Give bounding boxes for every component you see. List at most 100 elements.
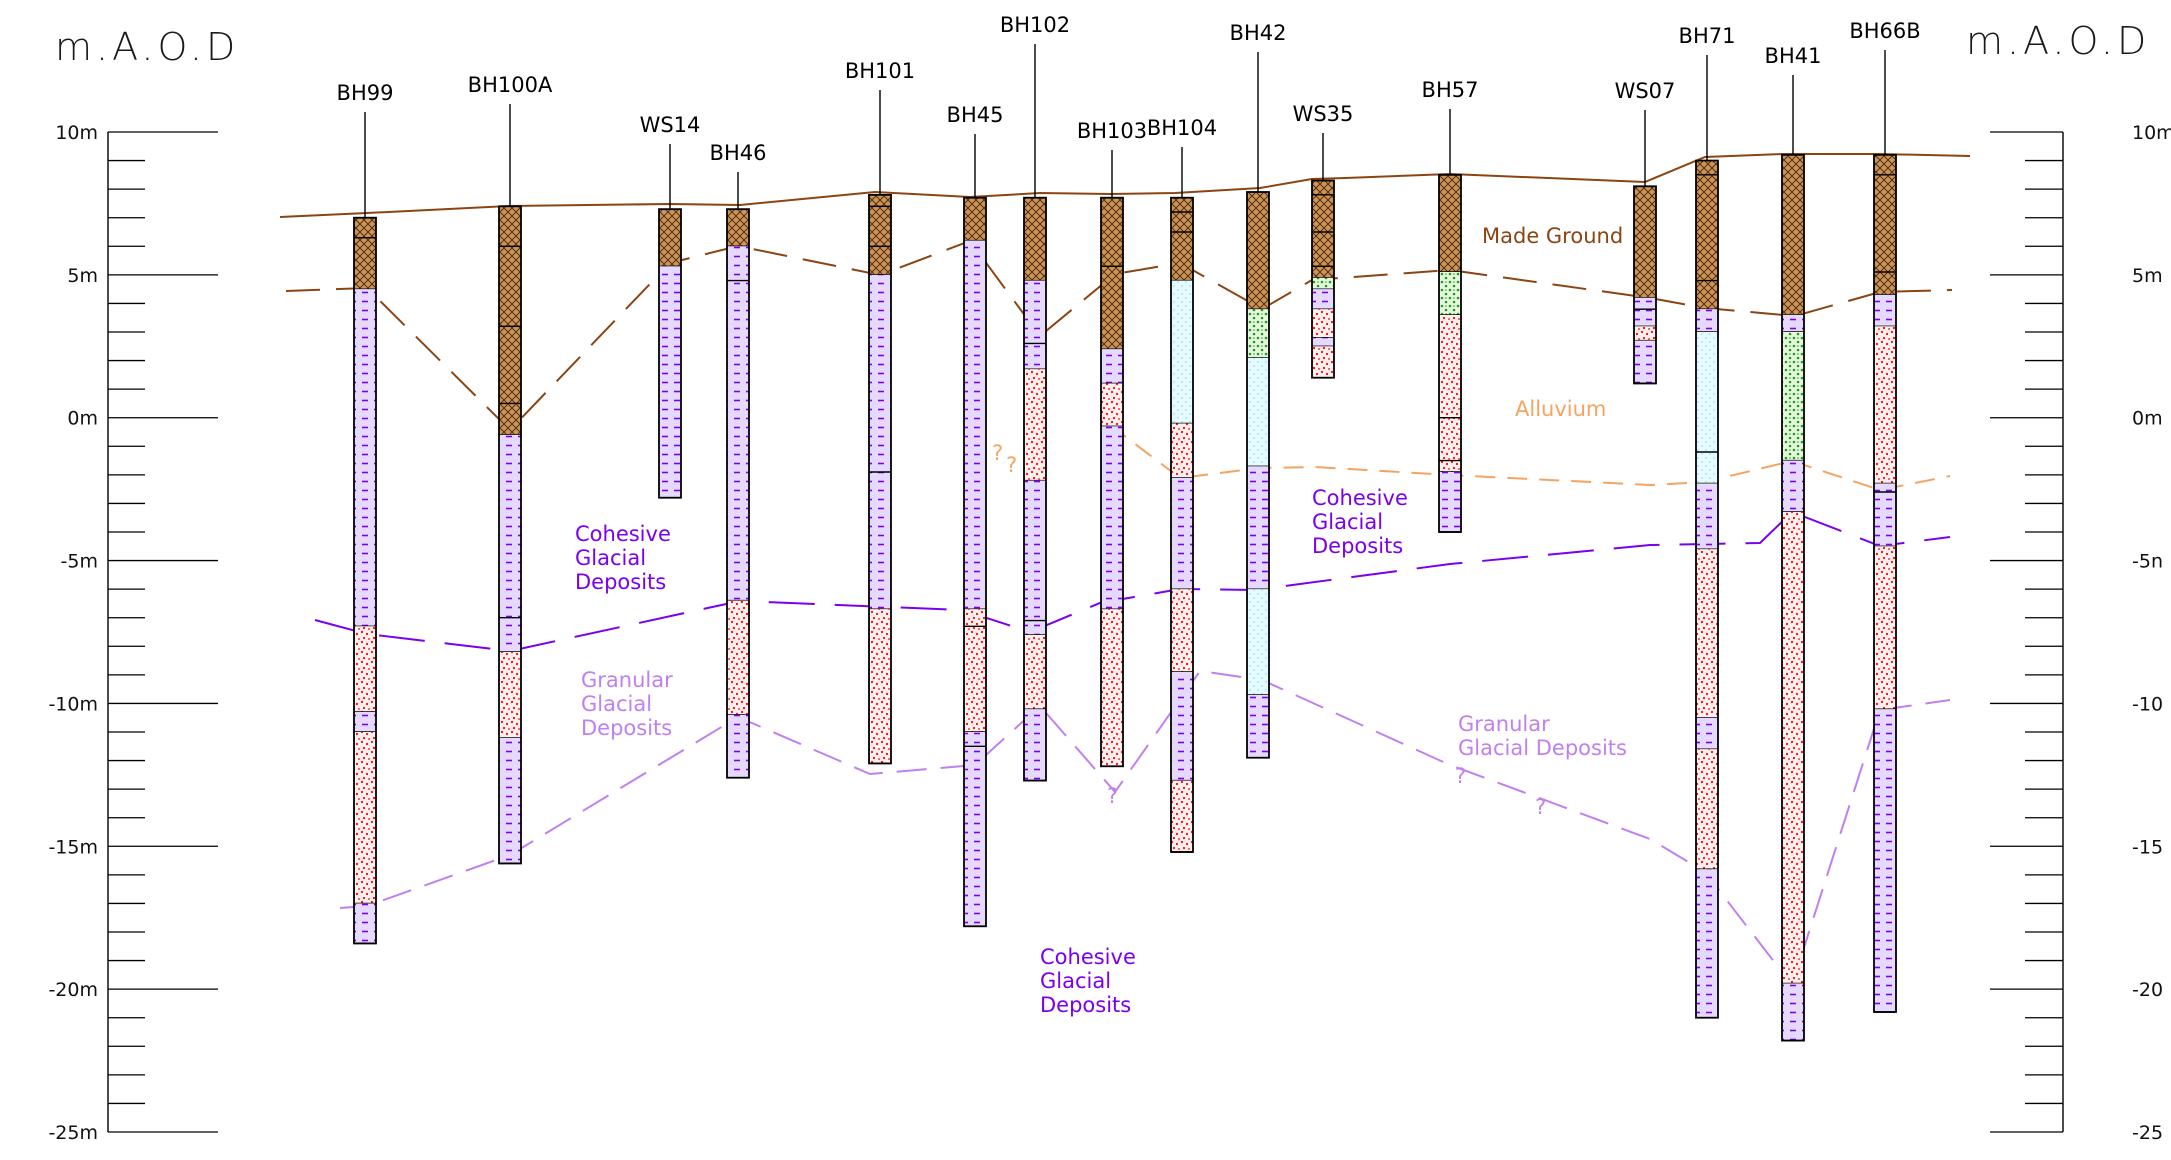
stratum-made — [499, 206, 521, 435]
borehole-label-bh46: BH46 — [710, 141, 767, 165]
borehole-bh99: BH99 — [337, 81, 394, 945]
stratum-made — [1782, 154, 1804, 315]
borehole-ws35: WS35 — [1293, 102, 1353, 379]
stratum-green — [1782, 332, 1804, 461]
borehole-label-bh66b: BH66B — [1849, 19, 1920, 43]
granular-label-1: Granular Glacial Deposits — [581, 668, 673, 740]
stratum-alluv — [1247, 357, 1269, 467]
left-tick-label: -10m — [48, 693, 98, 715]
borehole-bh71: BH71 — [1679, 24, 1735, 1019]
borehole-outline — [1100, 196, 1124, 768]
right-tick-label: -10 — [2132, 693, 2163, 715]
borehole-label-bh42: BH42 — [1230, 21, 1287, 45]
right-tick-label: 5m — [2132, 265, 2163, 287]
stratum-gran — [1696, 749, 1718, 870]
left-tick-label: -20m — [48, 979, 98, 1001]
borehole-label-bh41: BH41 — [1765, 44, 1822, 68]
question-mark-granular-2: ? — [1455, 764, 1466, 788]
uncertainty-markers: ? ? ? ? ? — [992, 441, 1546, 819]
borehole-label-ws07: WS07 — [1615, 79, 1676, 103]
borehole-label-bh102: BH102 — [1000, 13, 1070, 37]
borehole-outline — [1246, 191, 1270, 759]
stratum-coh — [1782, 983, 1804, 1041]
borehole-outline — [1633, 185, 1657, 385]
stratum-gran — [354, 732, 376, 904]
stratum-gran — [1171, 589, 1193, 672]
borehole-bh45: BH45 — [947, 103, 1003, 928]
stratum-coh — [964, 732, 986, 927]
cohesive-label-1: Cohesive Glacial Deposits — [575, 522, 671, 594]
svg-text:Glacial: Glacial — [581, 692, 652, 716]
right-tick-label: -20 — [2132, 979, 2163, 1001]
stratum-coh — [1024, 280, 1046, 370]
svg-text:Glacial Deposits: Glacial Deposits — [1458, 736, 1627, 760]
borehole-label-bh104: BH104 — [1147, 116, 1217, 140]
stratum-made — [1696, 160, 1718, 310]
svg-text:Deposits: Deposits — [1312, 534, 1403, 558]
svg-text:Cohesive: Cohesive — [1312, 486, 1408, 510]
borehole-bh101: BH101 — [845, 59, 915, 765]
left-tick-label: 0m — [67, 408, 98, 430]
borehole-bh102: BH102 — [1000, 13, 1070, 782]
stratum-made — [1024, 197, 1046, 281]
borehole-label-bh99: BH99 — [337, 81, 394, 105]
stratum-gran — [727, 600, 749, 715]
borehole-outline — [1781, 153, 1805, 1042]
left-tick-label: -25m — [48, 1122, 98, 1144]
question-mark-alluvium-2: ? — [1006, 453, 1017, 477]
stratum-made — [869, 194, 891, 275]
borehole-label-ws14: WS14 — [640, 113, 701, 137]
stratum-coh — [1312, 289, 1334, 310]
stratum-coh — [1874, 709, 1896, 1012]
svg-text:Granular: Granular — [1458, 712, 1550, 736]
made-ground-label: Made Ground — [1482, 224, 1623, 248]
borehole-ws07: WS07 — [1615, 79, 1676, 385]
right-tick-label: -25 — [2132, 1122, 2163, 1144]
stratum-gran — [1171, 780, 1193, 852]
stratum-coh — [1634, 340, 1656, 384]
stratum-coh — [1874, 294, 1896, 327]
borehole-outline — [353, 216, 377, 945]
svg-text:Cohesive: Cohesive — [575, 522, 671, 546]
stratum-made — [727, 209, 749, 247]
stratum-coh — [727, 246, 749, 601]
stratum-made — [1439, 174, 1461, 272]
borehole-ws14: WS14 — [640, 113, 701, 499]
stratum-gran — [1101, 609, 1123, 767]
stratum-coh — [964, 240, 986, 610]
borehole-bh41: BH41 — [1765, 44, 1822, 1042]
cohesive-label-2: Cohesive Glacial Deposits — [1312, 486, 1408, 558]
right-tick-label: -15 — [2132, 836, 2163, 858]
stratum-gran — [1171, 423, 1193, 478]
alluvium-base-line — [1109, 424, 1951, 492]
borehole-outline — [1170, 196, 1194, 853]
stratum-made — [1874, 154, 1896, 295]
borehole-bh103: BH103 — [1077, 119, 1147, 768]
stratum-gran — [1024, 369, 1046, 481]
stratum-coh — [1782, 460, 1804, 512]
question-mark-alluvium-1: ? — [992, 441, 1003, 465]
stratum-coh — [1439, 472, 1461, 532]
stratum-coh — [1696, 869, 1718, 1018]
stratum-gran — [1634, 326, 1656, 341]
question-mark-granular-3: ? — [1535, 795, 1546, 819]
borehole-outline — [1438, 173, 1462, 533]
stratum-green — [1247, 309, 1269, 358]
stratum-coh — [1171, 477, 1193, 590]
svg-text:Glacial: Glacial — [575, 546, 646, 570]
stratum-coh — [1312, 337, 1334, 347]
borehole-bh100a: BH100A — [468, 73, 553, 865]
borehole-bh46: BH46 — [710, 141, 767, 779]
svg-text:Granular: Granular — [581, 668, 673, 692]
stratum-made — [659, 209, 681, 267]
stratum-gran — [869, 609, 891, 764]
stratum-gran — [499, 652, 521, 738]
borehole-outline — [1311, 179, 1335, 379]
stratum-gran — [1024, 634, 1046, 710]
svg-text:Cohesive: Cohesive — [1040, 945, 1136, 969]
stratum-green — [1439, 272, 1461, 315]
borehole-outline — [963, 196, 987, 928]
stratum-coh — [659, 266, 681, 498]
